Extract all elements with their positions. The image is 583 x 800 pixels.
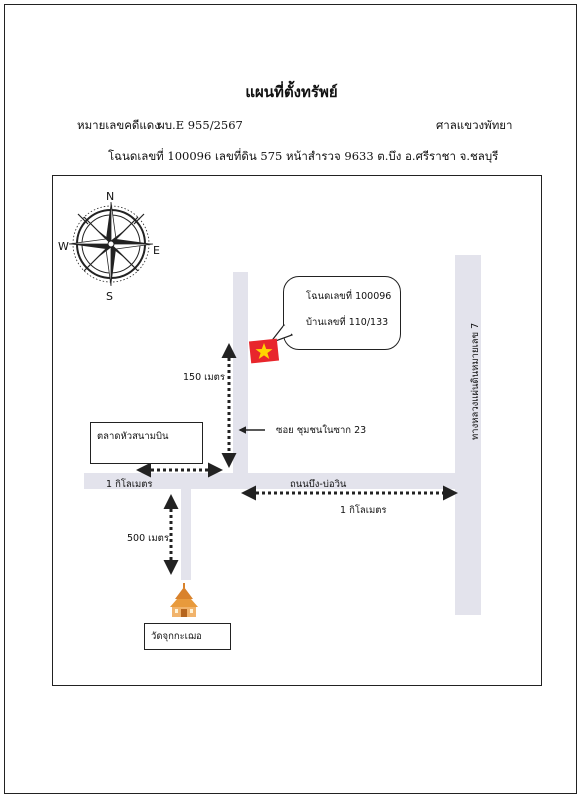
distance-label-soi: 150 เมตร — [183, 372, 225, 383]
highway-road-label: ทางหลวงแผ่นดินหมายเลข 7 — [470, 322, 481, 440]
page-border — [4, 4, 577, 794]
callout-house-number: บ้านเลขที่ 110/133 — [306, 317, 389, 328]
market-label: ตลาดหัวสนามบิน — [97, 431, 169, 442]
map-frame — [52, 175, 542, 686]
case-label: หมายเลขคดีแดง — [77, 118, 160, 132]
temple-landmark-box: วัดจุกกะเฌอ — [144, 623, 231, 650]
temple-label: วัดจุกกะเฌอ — [151, 631, 202, 642]
court-name: ศาลแขวงพัทยา — [436, 118, 513, 132]
callout-pointer — [268, 324, 293, 345]
distance-label-west: 1 กิโลเมตร — [106, 479, 153, 490]
highway-road — [455, 255, 481, 615]
distance-label-east: 1 กิโลเมตร — [340, 505, 387, 516]
title-deed-line: โฉนดเลขที่ 100096 เลขที่ดิน 575 หน้าสำรว… — [108, 149, 499, 163]
callout-deed-number: โฉนดเลขที่ 100096 — [306, 291, 392, 302]
distance-label-temple: 500 เมตร — [127, 533, 169, 544]
soi-road — [233, 272, 248, 474]
soi-road-label: ซอย ชุมชนในซาก 23 — [276, 425, 367, 436]
compass-south-label: S — [106, 290, 113, 303]
case-number: ผบ.E 955/2567 — [158, 118, 243, 132]
main-road-label: ถนนบึง-บ่อวิน — [290, 479, 347, 490]
page-title: แผนที่ตั้งทรัพย์ — [245, 83, 338, 101]
compass-west-label: W — [58, 240, 69, 253]
property-flag-icon — [248, 338, 280, 364]
compass-north-label: N — [106, 190, 115, 203]
property-callout: โฉนดเลขที่ 100096 บ้านเลขที่ 110/133 — [283, 276, 401, 350]
compass-east-label: E — [153, 244, 160, 257]
temple-road — [181, 488, 191, 580]
temple-icon — [170, 583, 198, 617]
market-landmark-box: ตลาดหัวสนามบิน — [90, 422, 203, 464]
compass-rose-icon — [68, 201, 154, 287]
